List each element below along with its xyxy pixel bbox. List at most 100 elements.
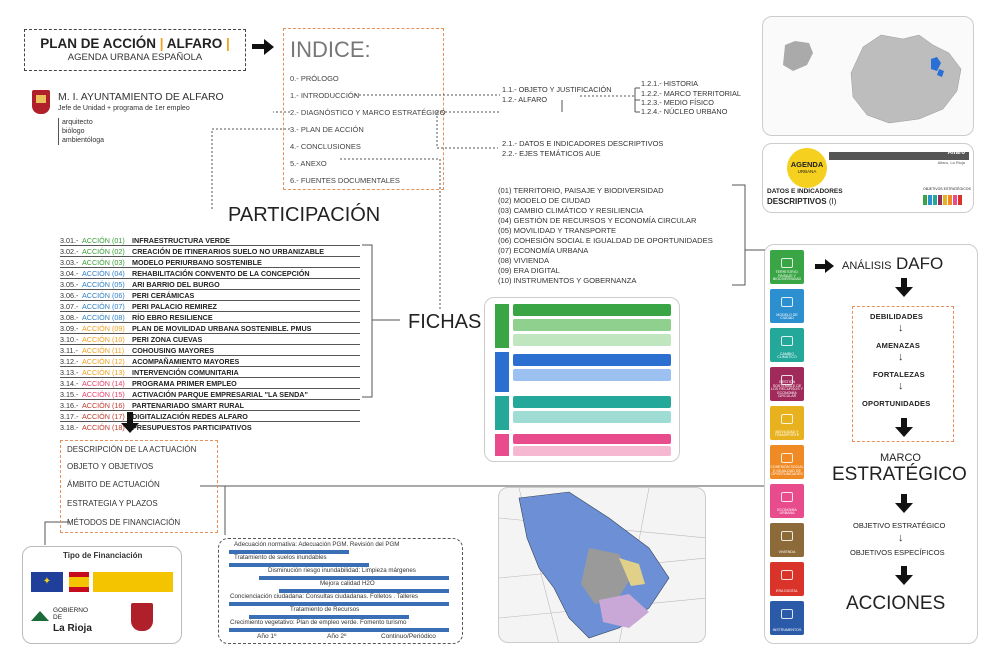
tema-item[interactable]: (09) ERA DIGITAL <box>498 266 560 275</box>
accion-row[interactable]: 3.03.-ACCIÓN (03)MODELO PERIURBANO SOSTE… <box>60 257 360 268</box>
intro-item[interactable]: 1.2.- ALFARO <box>502 95 548 104</box>
tile-territorio[interactable]: TERRITORIO, PAISAJE Y BIODIVERSIDAD <box>770 250 804 284</box>
accion-row[interactable]: 3.01.-ACCIÓN (01)INFRAESTRUCTURA VERDE <box>60 235 360 246</box>
small-down-arrow-icon: ↓ <box>898 532 904 544</box>
accion-row[interactable]: 3.02.-ACCIÓN (02)CREACIÓN DE ITINERARIOS… <box>60 246 360 257</box>
spain-flag-icon <box>69 572 89 592</box>
gantt-row-label: Tratamiento de suelos inundables <box>233 554 328 561</box>
role: ambientóloga <box>62 137 105 144</box>
ficha-side-bar <box>495 304 509 348</box>
intro-sub-item[interactable]: 1.2.3.- MEDIO FÍSICO <box>641 98 714 107</box>
tile-era-digital[interactable]: ERA DIGITAL <box>770 562 804 596</box>
tile-cohesion[interactable]: COHESIÓN SOCIAL E IGUALDAD DE OPORTUNIDA… <box>770 445 804 479</box>
right-arrow-icon <box>252 44 266 49</box>
ficha-item[interactable]: MÉTODOS DE FINANCIACIÓN <box>67 518 181 527</box>
tema-item[interactable]: (05) MOVILIDAD Y TRANSPORTE <box>498 226 617 235</box>
accion-row[interactable]: 3.15.-ACCIÓN (15)ACTIVACIÓN PARQUE EMPRE… <box>60 389 360 400</box>
tema-item[interactable]: (02) MODELO DE CIUDAD <box>498 196 591 205</box>
fichas-preview-card <box>484 297 680 462</box>
tema-item[interactable]: (07) ECONOMÍA URBANA <box>498 246 589 255</box>
gantt-bar <box>279 589 449 593</box>
ficha-block <box>513 319 671 331</box>
gantt-col-label: Continuo/Periódico <box>381 633 436 640</box>
accion-row[interactable]: 3.04.-ACCIÓN (04)REHABILITACIÓN CONVENTO… <box>60 268 360 279</box>
title-box: PLAN DE ACCIÓN | ALFARO | AGENDA URBANA … <box>24 29 246 71</box>
ayto-name: M. I. AYUNTAMIENTO DE ALFARO <box>58 91 224 103</box>
indice-item[interactable]: 3.- PLAN DE ACCIÓN <box>290 125 364 134</box>
gantt-bar <box>229 550 349 554</box>
accion-row[interactable]: 3.08.-ACCIÓN (08)RÍO EBRO RESILIENCE <box>60 312 360 323</box>
agenda-card: AGENDA URBANA Alfaro Alfaro, La Rioja DA… <box>762 143 974 213</box>
ficha-side-bar <box>495 434 509 456</box>
small-down-arrow-icon: ↓ <box>898 322 904 334</box>
ficha-block <box>513 304 671 316</box>
accion-row[interactable]: 3.16.-ACCIÓN (16)PARTENARIADO SMART RURA… <box>60 400 360 411</box>
accion-row[interactable]: 3.18.-ACCIÓN (18)PRESUPUESTOS PARTICIPAT… <box>60 423 252 432</box>
indice-item[interactable]: 0.- PRÓLOGO <box>290 74 339 83</box>
down-arrow-stem <box>127 412 133 424</box>
down-arrow-icon <box>121 423 139 433</box>
gantt-col-label: Año 1º <box>257 633 277 640</box>
estrategico-label: ESTRATÉGICO <box>832 464 967 485</box>
ayto-roles: arquitecto biólogo ambientóloga <box>58 118 104 145</box>
intro-sub-item[interactable]: 1.2.2.- MARCO TERRITORIAL <box>641 89 741 98</box>
intro-sub-item[interactable]: 1.2.4.- NÚCLEO URBANO <box>641 107 728 116</box>
gantt-bar <box>259 576 449 580</box>
accion-row[interactable]: 3.05.-ACCIÓN (05)ARI BARRIO DEL BURGO <box>60 279 360 290</box>
diag-item[interactable]: 2.1.- DATOS E INDICADORES DESCRIPTIVOS <box>502 139 664 148</box>
down-arrow-icon <box>895 427 913 437</box>
ficha-block <box>513 334 671 346</box>
tile-economia[interactable]: ECONOMÍA URBANA <box>770 484 804 518</box>
tile-instrumentos[interactable]: INSTRUMENTOS <box>770 601 804 635</box>
indice-item[interactable]: 1.- INTRODUCCIÓN <box>290 91 360 100</box>
tema-item[interactable]: (10) INSTRUMENTOS Y GOBERNANZA <box>498 276 637 285</box>
acciones-label: ACCIONES <box>846 593 946 614</box>
indice-item[interactable]: 5.- ANEXO <box>290 159 327 168</box>
tema-item[interactable]: (03) CAMBIO CLIMÁTICO Y RESILIENCIA <box>498 206 644 215</box>
accion-row[interactable]: 3.12.-ACCIÓN (12)ACOMPAÑAMIENTO MAYORES <box>60 356 360 367</box>
ficha-item[interactable]: ÁMBITO DE ACTUACIÓN <box>67 480 160 489</box>
ficha-block <box>513 434 671 444</box>
small-down-arrow-icon: ↓ <box>898 351 904 363</box>
accion-row[interactable]: 3.14.-ACCIÓN (14)PROGRAMA PRIMER EMPLEO <box>60 378 360 389</box>
fichas-heading: FICHAS <box>408 311 482 333</box>
urban-map-card <box>498 487 706 643</box>
tile-modelo-ciudad[interactable]: MODELO DE CIUDAD <box>770 289 804 323</box>
indice-item[interactable]: 2.- DIAGNÓSTICO Y MARCO ESTRATÉGICO <box>290 108 446 117</box>
tile-cambio-climatico[interactable]: CAMBIO CLIMÁTICO <box>770 328 804 362</box>
ficha-block <box>513 446 671 456</box>
accion-row[interactable]: 3.13.-ACCIÓN (13)INTERVENCIÓN COMUNITARI… <box>60 367 360 378</box>
tema-item[interactable]: (04) GESTIÓN DE RECURSOS Y ECONOMÍA CIRC… <box>498 216 697 225</box>
accion-row[interactable]: 3.11.-ACCIÓN (11)COHOUSING MAYORES <box>60 345 360 356</box>
tile-movilidad[interactable]: MOVILIDAD Y TRANSPORTE <box>770 406 804 440</box>
dafo-item: AMENAZAS <box>876 341 921 350</box>
intro-sub-item[interactable]: 1.2.1.- HISTORIA <box>641 79 699 88</box>
tile-recursos[interactable]: GESTIÓN SOSTENIBLE DE LOS RECURSOS Y ECO… <box>770 367 804 401</box>
tile-vivienda[interactable]: VIVIENDA <box>770 523 804 557</box>
map-card <box>762 16 974 136</box>
role: biólogo <box>62 128 85 135</box>
tema-item[interactable]: (08) VIVIENDA <box>498 256 550 265</box>
indice-box: INDICE: 0.- PRÓLOGO 1.- INTRODUCCIÓN 2.-… <box>283 28 446 190</box>
intro-item[interactable]: 1.1.- OBJETO Y JUSTIFICACIÓN <box>502 85 612 94</box>
agenda-color-bars <box>923 195 962 205</box>
accion-row[interactable]: 3.06.-ACCIÓN (06)PERI CERÁMICAS <box>60 290 360 301</box>
ficha-item[interactable]: ESTRATEGIA Y PLAZOS <box>67 499 158 508</box>
accion-row[interactable]: 3.17.-ACCIÓN (17)DIGITALIZACIÓN REDES AL… <box>60 411 360 422</box>
objetivos-especificos: OBJETIVOS ESPECÍFICOS <box>850 548 945 557</box>
tema-item[interactable]: (01) TERRITORIO, PAISAJE Y BIODIVERSIDAD <box>498 186 664 195</box>
diag-item[interactable]: 2.2.- EJES TEMÁTICOS AUE <box>502 149 601 158</box>
indice-item[interactable]: 4.- CONCLUSIONES <box>290 142 361 151</box>
ficha-item[interactable]: DESCRIPCIÓN DE LA ACTUACIÓN <box>67 445 197 454</box>
ministry-logo <box>93 572 173 592</box>
accion-row[interactable]: 3.07.-ACCIÓN (07)PERI PALACIO REMIREZ <box>60 301 360 312</box>
accion-row[interactable]: 3.10.-ACCIÓN (10)PERI ZONA CUEVAS <box>60 334 360 345</box>
accion-row[interactable]: 3.09.-ACCIÓN (09)PLAN DE MOVILIDAD URBAN… <box>60 323 360 334</box>
ficha-item[interactable]: OBJETO Y OBJETIVOS <box>67 462 154 471</box>
ficha-items-box <box>60 440 218 533</box>
tema-item[interactable]: (06) COHESIÓN SOCIAL E IGUALDAD DE OPORT… <box>498 236 713 245</box>
indice-item[interactable]: 6.- FUENTES DOCUMENTALES <box>290 176 400 185</box>
ficha-block <box>513 411 671 423</box>
down-arrow-stem <box>901 566 907 575</box>
